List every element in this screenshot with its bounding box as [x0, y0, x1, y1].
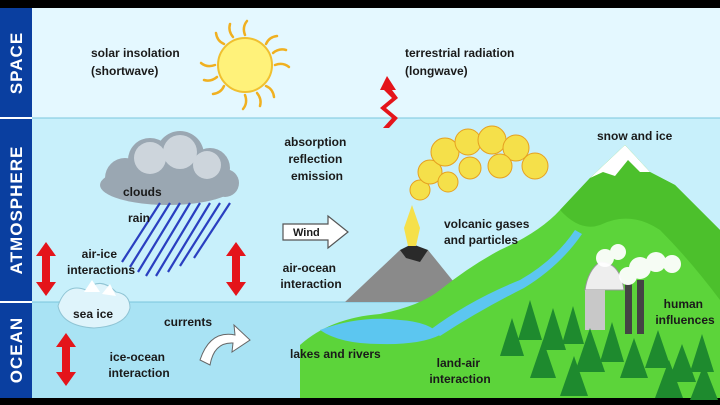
- land-air-interaction-label: land-air interaction: [429, 356, 490, 386]
- forest-icon: [500, 300, 718, 400]
- volcanic-gases-label: volcanic gases and particles: [444, 217, 533, 247]
- terrestrial-radiation-label: terrestrial radiation (longwave): [405, 46, 518, 78]
- air-ice-arrow-icon: [36, 242, 56, 296]
- volcano-icon: [345, 125, 549, 302]
- lake-river: [320, 230, 582, 345]
- ice-ocean-arrow-icon: [56, 333, 76, 386]
- band-label-ocean: OCEAN: [7, 317, 26, 383]
- band-bar: [0, 8, 32, 398]
- rain-icon: [121, 202, 231, 277]
- band-label-space: SPACE: [7, 32, 26, 94]
- currents-arrow-icon: [199, 323, 251, 366]
- band-label-atmosphere: ATMOSPHERE: [7, 146, 26, 275]
- absorption-reflection-emission-label: absorption reflection emission: [284, 135, 349, 183]
- air-ocean-interaction-label: air-ocean interaction: [280, 261, 341, 291]
- sea-ice-icon: [57, 280, 131, 329]
- currents-label: currents: [164, 315, 212, 329]
- sea-ice-label: sea ice: [73, 307, 113, 321]
- sun-icon: [199, 19, 291, 111]
- space-band: [0, 8, 720, 118]
- cloud-icon: [100, 131, 239, 205]
- ice-ocean-interaction-label: ice-ocean interaction: [108, 350, 169, 380]
- wind-arrow-icon: [282, 214, 349, 250]
- lakes-and-rivers-label: lakes and rivers: [290, 347, 381, 361]
- snow-cap: [590, 145, 650, 178]
- wind-label: Wind: [293, 227, 320, 239]
- air-ocean-arrow-icon: [226, 242, 246, 296]
- solar-insolation-label: solar insolation (shortwave): [91, 46, 183, 78]
- rain-label: rain: [128, 211, 150, 225]
- human-influences-label: human influences: [655, 297, 715, 327]
- factory-icon: [584, 244, 681, 334]
- snow-and-ice-label: snow and ice: [597, 129, 673, 143]
- air-ice-interactions-label: air-ice interactions: [67, 247, 135, 277]
- longwave-arrow-icon: [380, 76, 398, 128]
- clouds-label: clouds: [123, 185, 162, 199]
